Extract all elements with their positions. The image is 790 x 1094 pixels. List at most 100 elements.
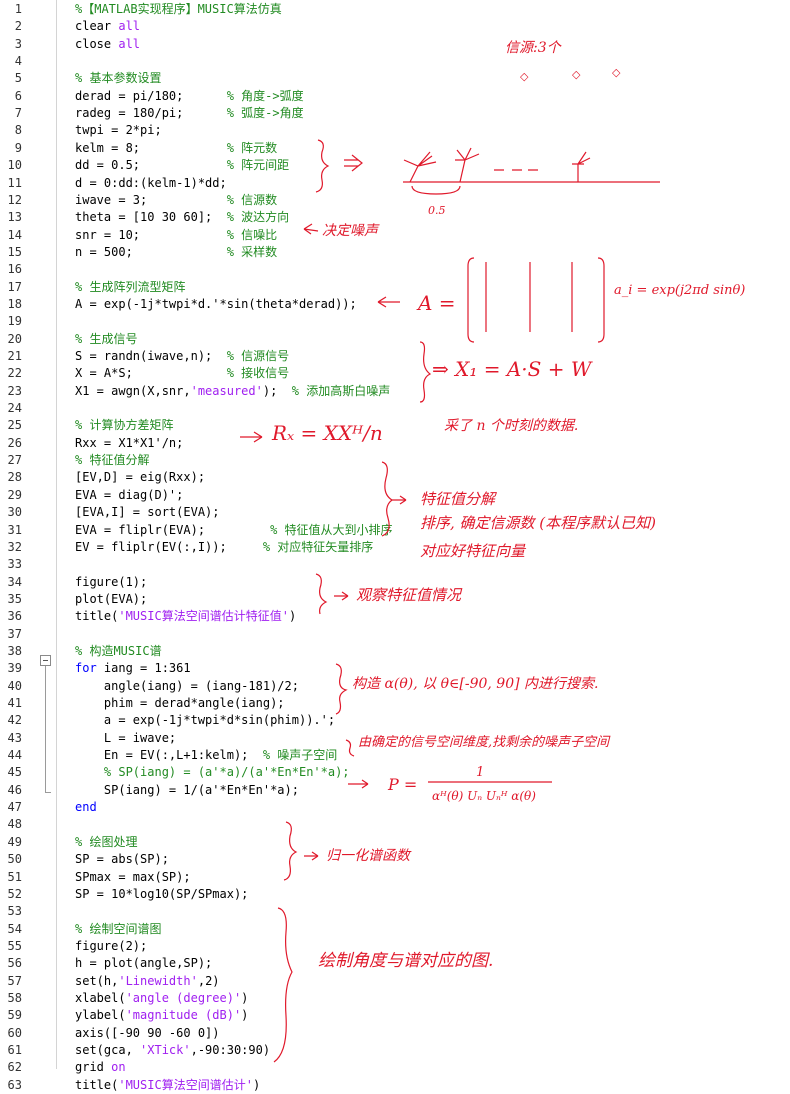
code-line[interactable]: SP(iang) = 1/(a'*En*En'*a); — [75, 782, 299, 799]
code-line[interactable]: for iang = 1:361 — [75, 660, 191, 677]
code-token: dd = 0.5; — [75, 158, 227, 173]
note-signal-model: ⇒ X₁ = A·S + W — [432, 357, 593, 381]
code-line[interactable]: SPmax = max(SP); — [75, 869, 191, 886]
code-line[interactable]: d = 0:dd:(kelm-1)*dd; — [75, 175, 227, 192]
line-number: 11 — [7, 175, 22, 190]
code-token: S = randn(iwave,n); — [75, 349, 227, 363]
code-line[interactable]: h = plot(angle,SP); — [75, 955, 212, 972]
line-number: 14 — [7, 227, 22, 242]
note-plot1: 观察特征值情况 — [356, 586, 463, 604]
code-token: theta = [10 30 60]; — [75, 210, 227, 225]
code-line[interactable]: En = EV(:,L+1:kelm); % 噪声子空间 — [75, 747, 337, 764]
code-token: derad = pi/180; — [75, 88, 227, 103]
code-line[interactable]: % 基本参数设置 — [75, 70, 161, 87]
code-comment: % 基本参数设置 — [75, 71, 162, 86]
code-comment: % SP(iang) = (a'*a)/(a'*En*En'*a); — [75, 765, 350, 780]
line-number: 29 — [7, 487, 22, 502]
code-token: X = A*S; — [75, 366, 227, 381]
arrow-plot1 — [334, 591, 349, 601]
code-line[interactable]: twpi = 2*pi; — [75, 122, 162, 139]
line-number: 20 — [7, 331, 22, 346]
code-line[interactable]: end — [75, 799, 97, 816]
code-line[interactable]: % 构造MUSIC谱 — [75, 643, 162, 660]
code-line[interactable]: iwave = 3; % 信源数 — [75, 192, 277, 209]
arrow-array — [344, 154, 363, 172]
code-comment: % 生成信号 — [75, 331, 138, 346]
line-number: 34 — [7, 574, 22, 589]
source-mark-3: ◇ — [612, 66, 621, 79]
brace-array-params — [315, 139, 330, 193]
code-line[interactable]: EVA = diag(D)'; — [75, 487, 183, 504]
code-token: SPmax = max(SP); — [75, 869, 191, 884]
source-mark-2: ◇ — [572, 68, 581, 81]
code-token: ) — [288, 609, 297, 624]
code-comment: % 生成阵列流型矩阵 — [75, 279, 186, 294]
code-line[interactable]: title('MUSIC算法空间谱估计') — [75, 1077, 260, 1094]
code-line[interactable]: % 生成阵列流型矩阵 — [75, 279, 185, 296]
code-line[interactable]: set(gca, 'XTick',-90:30:90) — [75, 1042, 270, 1059]
code-line[interactable]: % 特征值分解 — [75, 452, 149, 469]
code-string: 'Linewidth' — [118, 973, 198, 988]
code-line[interactable]: L = iwave; — [75, 730, 176, 747]
code-token: L = iwave; — [75, 730, 177, 745]
code-line[interactable]: Rxx = X1*X1'/n; — [75, 435, 183, 452]
line-number: 43 — [7, 730, 22, 745]
code-line[interactable]: angle(iang) = (iang-181)/2; — [75, 678, 299, 695]
line-number: 21 — [7, 349, 22, 363]
arrow-snr — [303, 223, 319, 235]
code-line[interactable]: A = exp(-1j*twpi*d.'*sin(theta*derad)); — [75, 296, 357, 313]
note-steering-formula: a_i = exp(j2πd sinθ) — [614, 283, 745, 298]
brace-noise — [345, 739, 355, 757]
code-line[interactable]: X1 = awgn(X,snr,'measured'); % 添加高斯白噪声 — [75, 383, 390, 400]
code-line[interactable]: S = randn(iwave,n); % 信源信号 — [75, 348, 289, 365]
note-eig-1: 特征值分解 — [420, 490, 497, 508]
fold-collapse-icon[interactable] — [40, 655, 51, 666]
code-line[interactable]: derad = pi/180; % 角度->弧度 — [75, 88, 304, 105]
code-line[interactable]: kelm = 8; % 阵元数 — [75, 140, 277, 157]
code-line[interactable]: ylabel('magnitude (dB)') — [75, 1007, 248, 1024]
code-line[interactable]: % 绘图处理 — [75, 834, 137, 851]
code-line[interactable]: SP = abs(SP); — [75, 851, 169, 868]
code-line[interactable]: plot(EVA); — [75, 591, 147, 608]
code-line[interactable]: close all — [75, 36, 140, 53]
code-line[interactable]: xlabel('angle (degree)') — [75, 990, 248, 1007]
code-line[interactable]: axis([-90 90 -60 0]) — [75, 1025, 220, 1042]
line-number: 33 — [7, 557, 22, 572]
code-line[interactable]: dd = 0.5; % 阵元间距 — [75, 157, 289, 174]
code-line[interactable]: % 绘制空间谱图 — [75, 921, 161, 938]
code-comment: % 波达方向 — [226, 210, 290, 225]
code-line[interactable]: EV = fliplr(EV(:,I)); % 对应特征矢量排序 — [75, 539, 373, 556]
code-line[interactable]: [EV,D] = eig(Rxx); — [75, 469, 205, 486]
code-comment: % 绘图处理 — [75, 834, 138, 849]
code-line[interactable]: clear all — [75, 18, 140, 35]
line-number: 47 — [7, 800, 22, 815]
code-line[interactable]: % 生成信号 — [75, 331, 137, 348]
arrow-cov — [240, 431, 263, 443]
line-number: 30 — [7, 505, 22, 520]
line-number: 24 — [7, 401, 22, 416]
code-comment: % 添加高斯白噪声 — [291, 383, 391, 398]
code-line[interactable]: snr = 10; % 信噪比 — [75, 227, 277, 244]
code-line[interactable]: figure(1); — [75, 574, 147, 591]
code-line[interactable]: % SP(iang) = (a'*a)/(a'*En*En'*a); — [75, 764, 350, 781]
code-token: A = exp(-1j*twpi*d.'*sin(theta*derad)); — [75, 296, 357, 311]
code-line[interactable]: set(h,'Linewidth',2) — [75, 973, 220, 990]
code-line[interactable]: title('MUSIC算法空间谱估计特征值') — [75, 608, 296, 625]
code-line[interactable]: n = 500; % 采样数 — [75, 244, 277, 261]
note-noise: 由确定的信号空间维度,找剩余的噪声子空间 — [358, 734, 611, 750]
code-line[interactable]: X = A*S; % 接收信号 — [75, 365, 289, 382]
code-line[interactable]: %【MATLAB实现程序】MUSIC算法仿真 — [75, 1, 282, 18]
handwritten-annotations: 信源:3个 ◇ ◇ ◇ 0.5 决定噪声 A = a_i = exp(j2πd … — [240, 40, 745, 1063]
code-line[interactable]: a = exp(-1j*twpi*d*sin(phim)).'; — [75, 712, 335, 729]
code-line[interactable]: phim = derad*angle(iang); — [75, 695, 285, 712]
code-line[interactable]: theta = [10 30 60]; % 波达方向 — [75, 209, 289, 226]
line-number: 39 — [7, 661, 22, 676]
code-token: axis([-90 90 -60 0]) — [75, 1025, 220, 1040]
line-number: 17 — [7, 279, 22, 294]
code-line[interactable]: figure(2); — [75, 938, 147, 955]
code-line[interactable]: radeg = 180/pi; % 弧度->角度 — [75, 105, 304, 122]
code-line[interactable]: EVA = fliplr(EVA); % 特征值从大到小排序 — [75, 522, 393, 539]
code-line[interactable]: SP = 10*log10(SP/SPmax); — [75, 886, 248, 903]
code-line[interactable]: [EVA,I] = sort(EVA); — [75, 504, 220, 521]
code-line[interactable]: % 计算协方差矩阵 — [75, 417, 173, 434]
